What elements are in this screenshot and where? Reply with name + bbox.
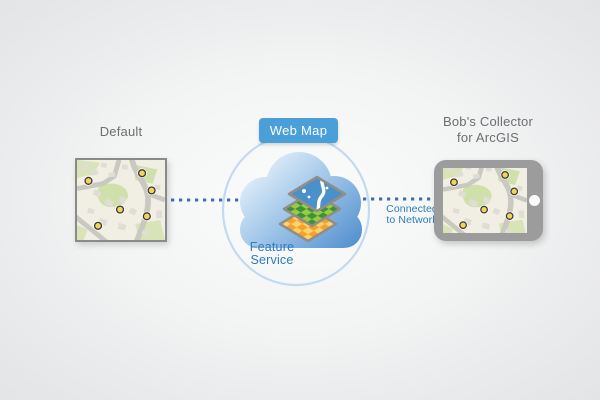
device-label: Bob's Collector for ArcGIS: [428, 114, 548, 146]
home-button-icon: [529, 195, 540, 206]
default-map-label: Default: [99, 124, 143, 139]
feature-service-label: Feature Service: [249, 240, 295, 267]
device-label-line1: Bob's Collector: [442, 114, 534, 129]
map-layer-top: [287, 175, 347, 213]
river-and-dots: [302, 177, 329, 211]
connected-to-network-label: Connected to Network: [383, 204, 441, 226]
connected-line1: Connected: [386, 203, 438, 215]
map-layers-icon: [278, 175, 347, 243]
device-label-line2: for ArcGIS: [457, 130, 519, 145]
connected-line2: to Network: [386, 214, 438, 226]
web-map-badge: Web Map: [259, 118, 338, 143]
default-map-thumbnail: [75, 158, 167, 242]
tablet-device-icon: [434, 160, 543, 241]
tablet-screen-map: [443, 168, 527, 233]
